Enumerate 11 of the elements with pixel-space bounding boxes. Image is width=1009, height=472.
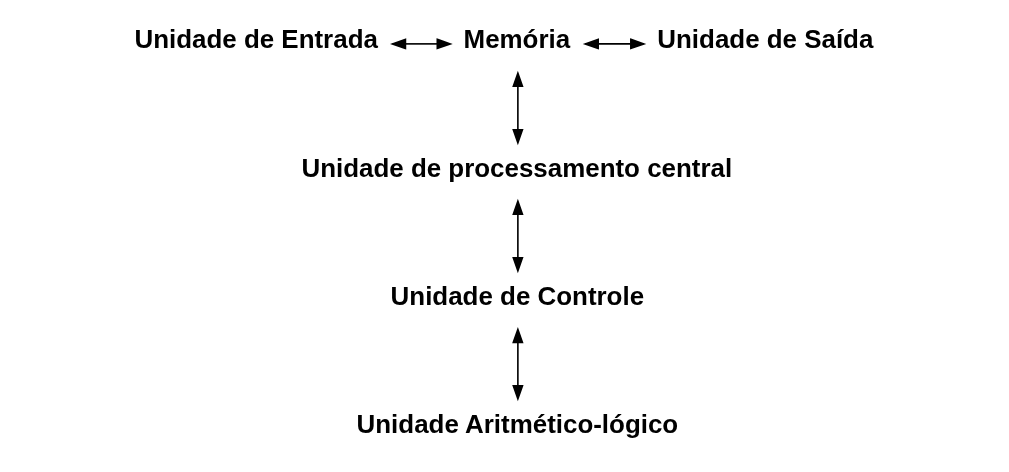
node-text: Unidade de Saída <box>657 25 874 54</box>
node-text: Unidade de processamento central <box>301 153 733 182</box>
arrow <box>582 38 647 50</box>
arrow <box>512 326 524 402</box>
arrow <box>512 198 524 274</box>
node-text: Unidade de Entrada <box>134 25 378 54</box>
node-text: Unidade Aritmético-lógico <box>356 409 679 438</box>
node-text: Memória <box>463 25 571 54</box>
arrow <box>512 70 524 146</box>
arrow <box>390 38 453 50</box>
node-text: Unidade de Controle <box>390 281 645 310</box>
